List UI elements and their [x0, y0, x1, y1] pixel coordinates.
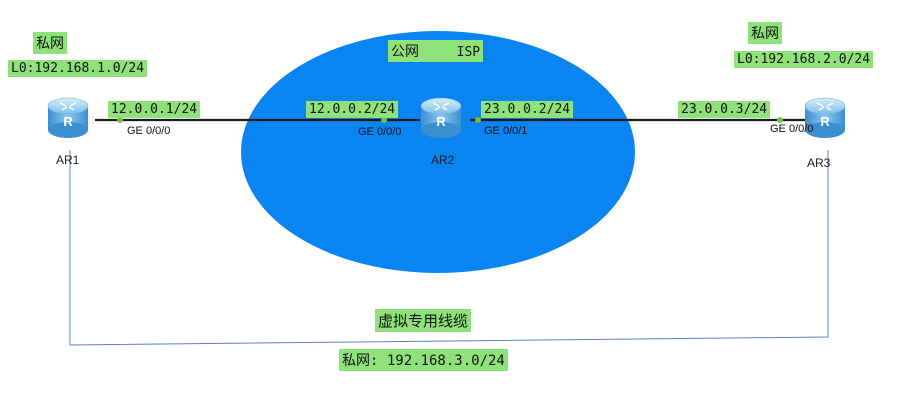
port-dot-ar2-ge000: [381, 117, 387, 123]
ar2-left-port-label: GE 0/0/0: [358, 126, 402, 138]
right-site-title: 私网: [748, 22, 782, 44]
ar2-right-port-label: GE 0/0/1: [484, 125, 528, 137]
router-icon-ar2[interactable]: [420, 97, 462, 139]
virtual-private-line: [69, 150, 829, 346]
router-label-ar3: AR3: [807, 156, 831, 170]
router-label-ar2: AR2: [431, 153, 455, 167]
virtual-line-label: 虚拟专用线缆: [375, 309, 472, 332]
ar2-right-interface-ip: 23.0.0.2/24: [481, 101, 574, 118]
port-dot-ar2-ge001: [475, 117, 481, 123]
isp-cloud-label: 公网 ISP: [388, 40, 484, 62]
port-dot-ar1-ge000: [117, 117, 123, 123]
port-dot-ar3-ge000: [777, 117, 783, 123]
router-icon-ar1[interactable]: [47, 97, 89, 139]
ar3-interface-ip: 23.0.0.3/24: [678, 101, 771, 118]
isp-cloud-label-en: ISP: [456, 45, 481, 60]
virtual-network-label: 私网: 192.168.3.0/24: [339, 349, 508, 371]
ar1-port-label: GE 0/0/0: [127, 125, 171, 137]
left-site-title: 私网: [33, 32, 67, 54]
ar2-left-interface-ip: 12.0.0.2/24: [306, 101, 399, 118]
left-site-loopback: L0:192.168.1.0/24: [8, 60, 148, 77]
ar1-interface-ip: 12.0.0.1/24: [108, 101, 201, 118]
right-site-loopback: L0:192.168.2.0/24: [734, 51, 874, 68]
router-label-ar1: AR1: [56, 153, 80, 167]
ar3-port-label: GE 0/0/0: [770, 123, 814, 135]
isp-cloud: [241, 31, 635, 273]
isp-cloud-label-cn: 公网: [391, 44, 419, 60]
